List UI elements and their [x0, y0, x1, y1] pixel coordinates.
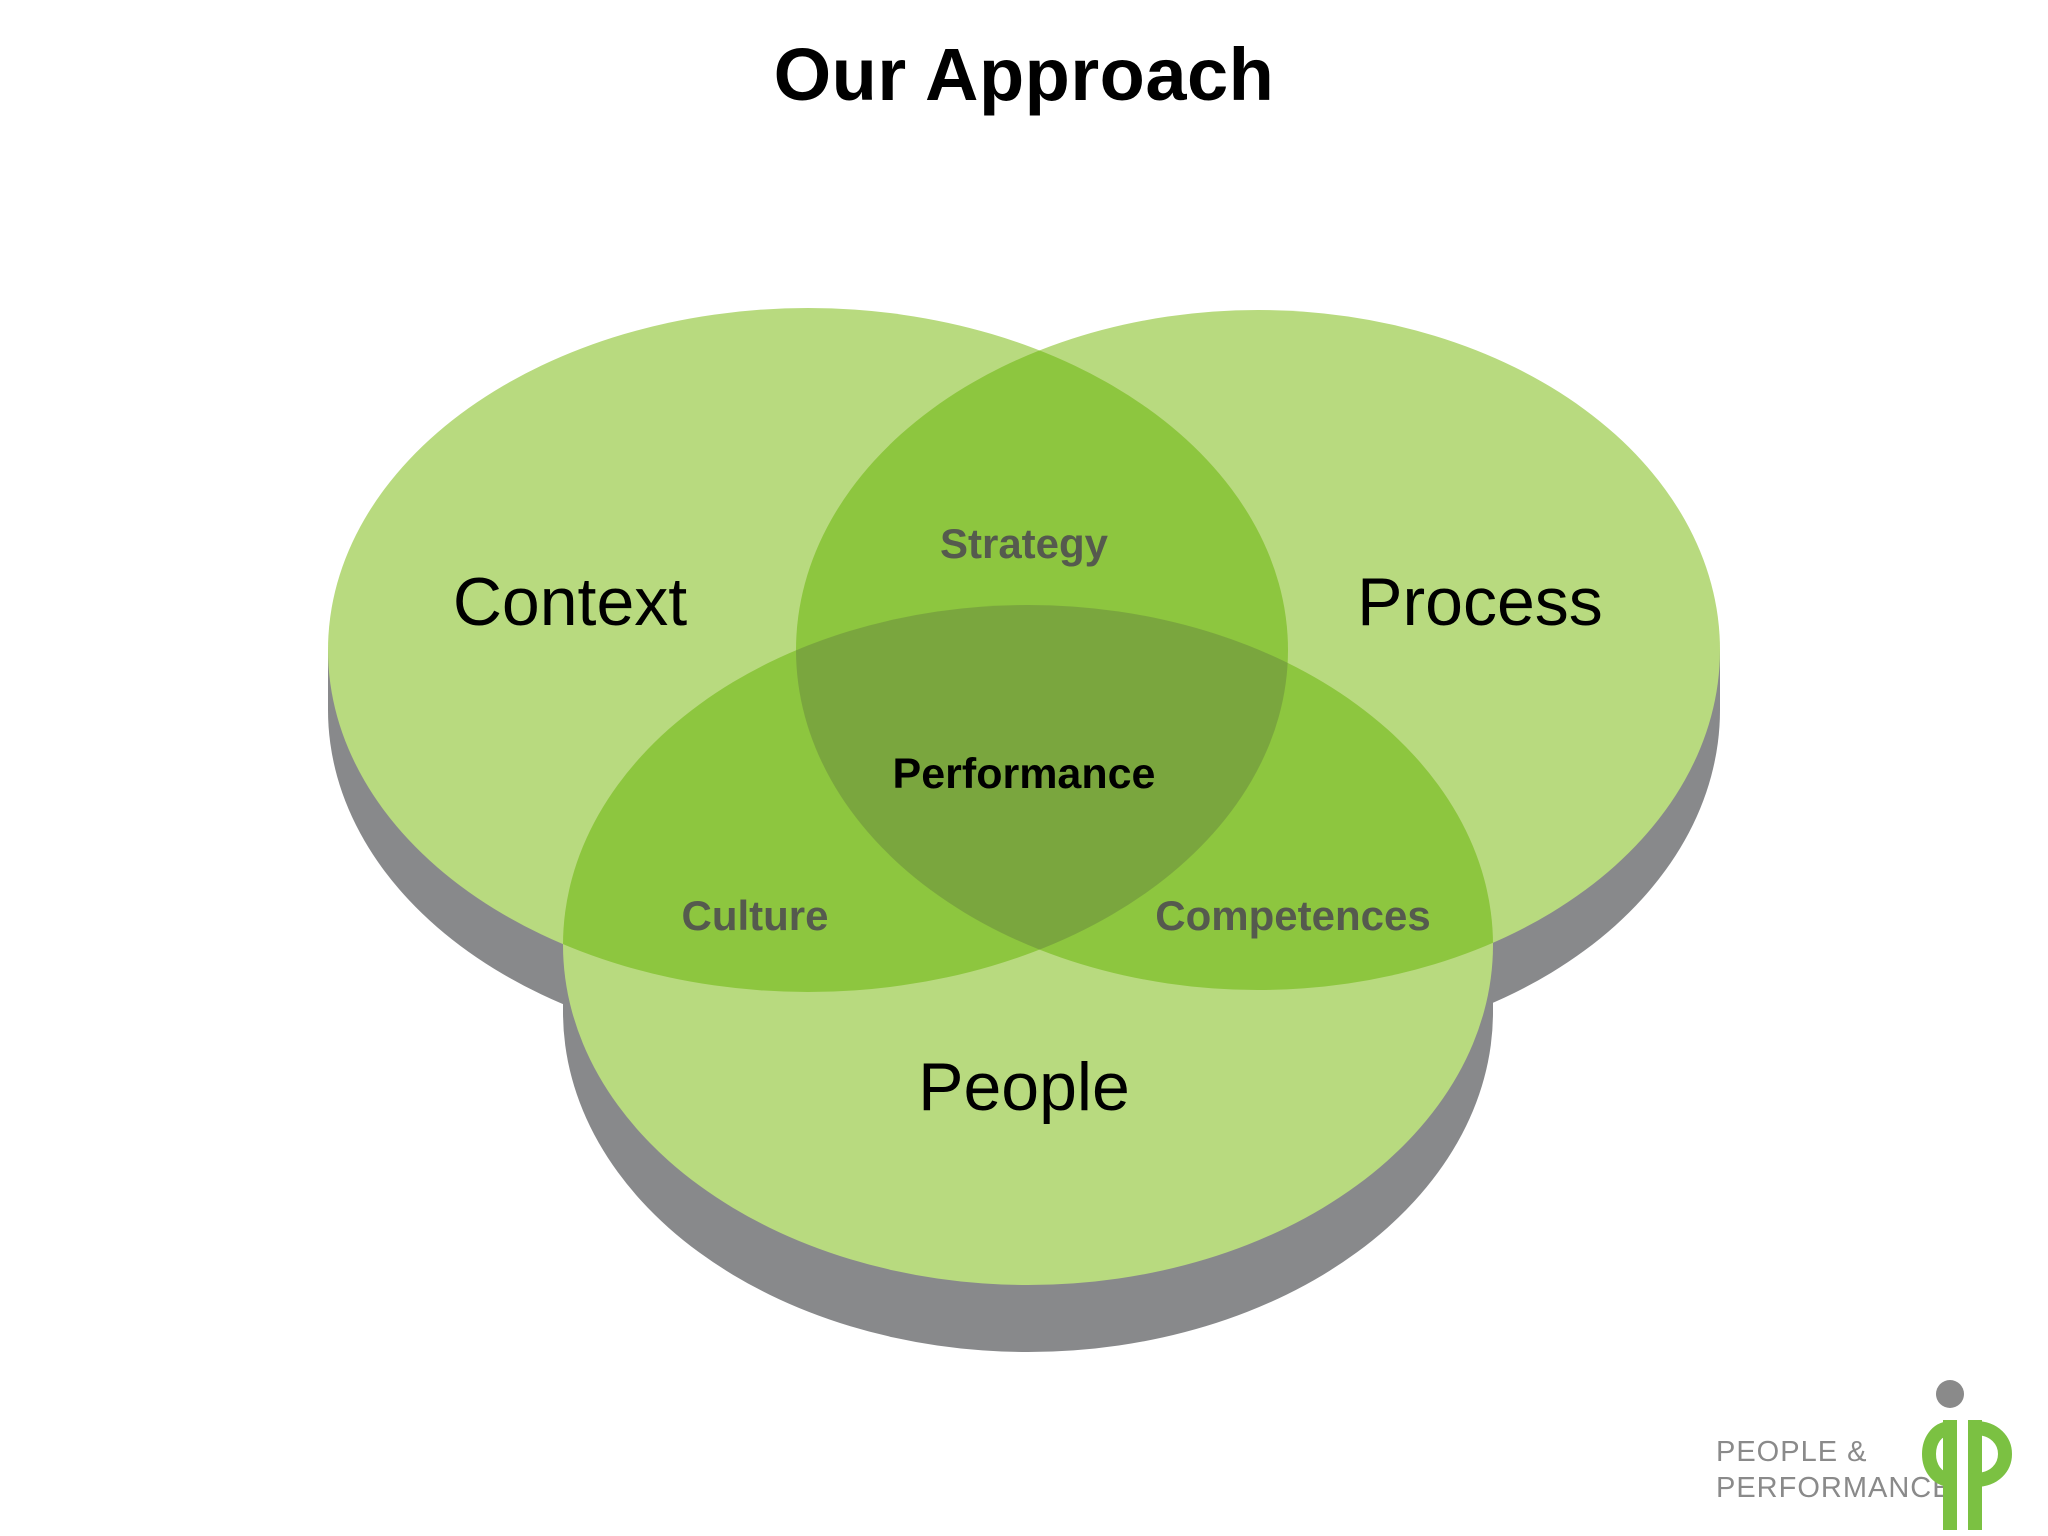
company-logo: PEOPLE & PERFORMANCE — [1700, 1380, 2040, 1530]
performance-label: Performance — [893, 750, 1156, 798]
process-label: Process — [1357, 564, 1603, 640]
people-performance-logo-icon — [1922, 1380, 2012, 1530]
people-label: People — [918, 1049, 1130, 1125]
culture-label: Culture — [682, 892, 829, 939]
logo-text-line2: PERFORMANCE — [1716, 1472, 1953, 1504]
context-label: Context — [453, 564, 687, 640]
competences-label: Competences — [1155, 892, 1430, 939]
strategy-label: Strategy — [940, 520, 1109, 567]
logo-text-line1: PEOPLE & — [1716, 1436, 1868, 1468]
page-title: Our Approach — [773, 33, 1275, 116]
